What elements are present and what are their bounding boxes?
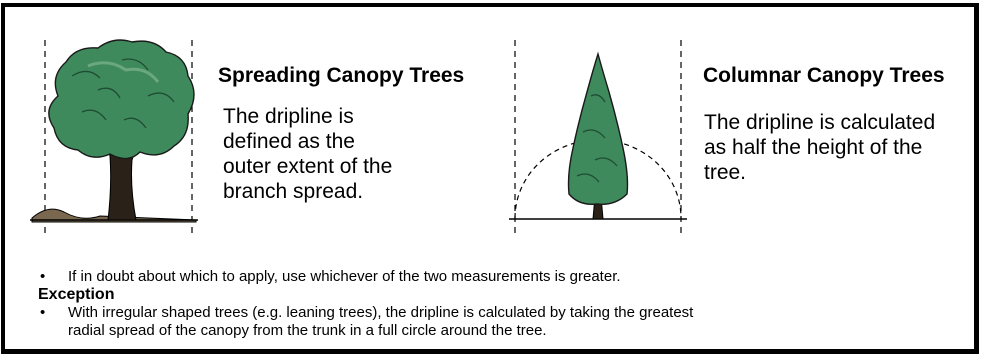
exception-line-2: radial spread of the canopy from the tru… [68,322,547,339]
spreading-line-3: outer extent of the [223,155,393,178]
spreading-title: Spreading Canopy Trees [218,64,465,87]
columnar-description: The dripline is calculated as half the h… [704,110,935,185]
spreading-line-4: branch spread. [223,180,364,203]
spreading-tree-illustration [30,39,198,236]
exception-title: Exception [38,286,115,303]
spreading-line-1: The dripline is [223,105,354,128]
columnar-line-2: as half the height of the [704,136,923,159]
columnar-line-3: tree. [704,161,747,184]
spreading-canopy [48,39,195,160]
tip-item: • If in doubt about which to apply, use … [40,268,693,286]
columnar-line-1: The dripline is calculated [704,111,936,134]
bullet-icon: • [40,304,46,321]
spreading-description: The dripline is defined as the outer ext… [223,104,392,204]
columnar-tree-illustration [509,40,687,236]
bullet-icon: • [40,268,46,285]
notes-section: • If in doubt about which to apply, use … [38,268,693,340]
exception-item: • With irregular shaped trees (e.g. lean… [40,304,693,340]
tip-text: If in doubt about which to apply, use wh… [68,268,621,285]
exception-line-1: With irregular shaped trees (e.g. leanin… [68,304,694,321]
columnar-title: Columnar Canopy Trees [703,64,945,87]
ground-mound [31,208,197,223]
columnar-canopy [567,51,629,205]
spreading-line-2: defined as the [223,130,355,153]
